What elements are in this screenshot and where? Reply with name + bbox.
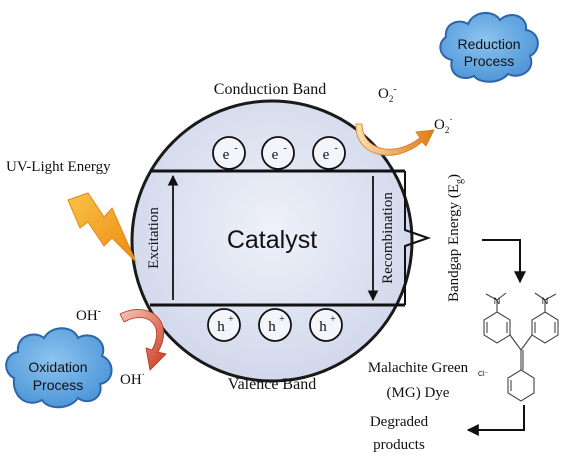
o2-radical-product: O2· bbox=[434, 115, 453, 135]
reduction-cloud: Reduction Process bbox=[439, 12, 539, 83]
valence-band-label: Valence Band bbox=[228, 376, 316, 393]
excitation-label: Excitation bbox=[146, 207, 162, 269]
oxidation-cloud: Oxidation Process bbox=[5, 327, 113, 409]
electron-2: e - bbox=[261, 136, 295, 170]
svg-text:h: h bbox=[268, 319, 276, 335]
svg-text:-: - bbox=[234, 143, 237, 154]
dye-counter-ion: Cl⁻ bbox=[478, 371, 489, 378]
o2-reactant: O2- bbox=[378, 84, 397, 104]
degraded-line1: Degraded bbox=[370, 414, 429, 430]
svg-text:e: e bbox=[223, 147, 230, 163]
lightning-bolt-icon bbox=[67, 192, 137, 263]
bandgap-label: Bandgap Energy (Eg) bbox=[446, 174, 465, 302]
svg-text:+: + bbox=[228, 314, 234, 325]
reduction-arrow bbox=[355, 123, 435, 156]
degraded-line2: products bbox=[373, 437, 425, 453]
dye-name-line2: (MG) Dye bbox=[387, 385, 450, 401]
svg-text:-: - bbox=[283, 143, 286, 154]
electron-1: e - bbox=[212, 136, 246, 170]
conduction-band-label: Conduction Band bbox=[214, 81, 326, 98]
electron-3: e - bbox=[312, 136, 346, 170]
svg-text:+: + bbox=[279, 314, 285, 325]
uv-light-label: UV-Light Energy bbox=[6, 159, 111, 175]
svg-text:h: h bbox=[319, 319, 327, 335]
oh-reactant: OH- bbox=[76, 306, 101, 324]
oxidation-cloud-line1: Oxidation bbox=[28, 359, 87, 375]
dye-to-products-arrow bbox=[466, 405, 525, 436]
dye-name-line1: Malachite Green bbox=[368, 360, 469, 376]
recombination-label: Recombination bbox=[380, 192, 396, 284]
svg-text:-: - bbox=[334, 143, 337, 154]
hole-3: h + bbox=[309, 308, 343, 342]
svg-text:+: + bbox=[330, 314, 336, 325]
oh-radical-product: OH· bbox=[120, 370, 145, 388]
svg-text:e: e bbox=[272, 147, 279, 163]
oxidation-cloud-line2: Process bbox=[33, 377, 84, 393]
dye-nitrogen-right: N bbox=[542, 296, 549, 306]
bandgap-bracket bbox=[404, 171, 432, 305]
reduction-cloud-line2: Process bbox=[464, 53, 515, 69]
bandgap-to-dye-arrow bbox=[482, 239, 526, 284]
dye-nitrogen-left: N bbox=[494, 296, 501, 306]
reduction-cloud-line1: Reduction bbox=[457, 36, 520, 52]
hole-1: h + bbox=[207, 308, 241, 342]
catalyst-label: Catalyst bbox=[227, 226, 317, 254]
svg-text:h: h bbox=[217, 319, 225, 335]
hole-2: h + bbox=[258, 308, 292, 342]
malachite-green-structure-icon bbox=[483, 292, 559, 402]
svg-text:e: e bbox=[323, 147, 330, 163]
oxidation-arrow bbox=[119, 309, 167, 371]
